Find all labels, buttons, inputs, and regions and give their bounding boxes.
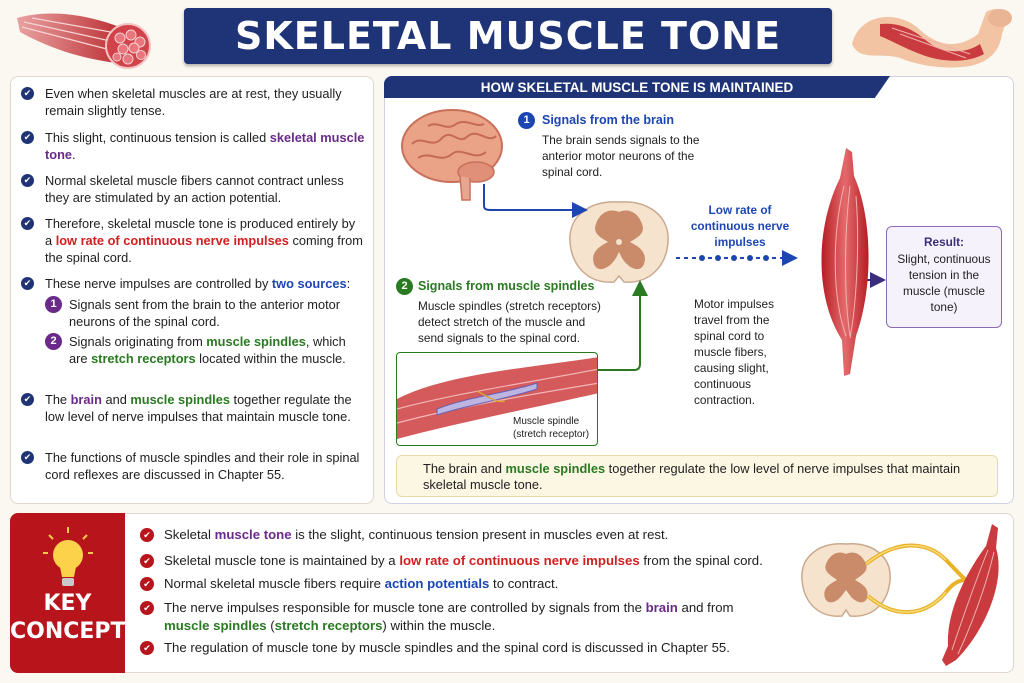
bullet-text: The functions of muscle spindles and the… bbox=[45, 450, 360, 482]
term-brain: brain bbox=[645, 600, 678, 615]
bullet-text: The bbox=[45, 392, 71, 407]
step-2-text: Muscle spindles (stretch receptors) dete… bbox=[418, 299, 601, 345]
term-action-potentials: action potentials bbox=[384, 576, 490, 591]
term-muscle-spindles: muscle spindles bbox=[164, 618, 267, 633]
term-low-rate-impulses: low rate of continuous nerve impulses bbox=[55, 233, 289, 248]
check-icon: ✔ bbox=[21, 131, 34, 144]
result-box: Result: Slight, continuous tension in th… bbox=[886, 226, 1002, 328]
bullet-text: These nerve impulses are controlled by bbox=[45, 276, 272, 291]
result-text: Slight, continuous tension in the muscle… bbox=[897, 252, 991, 314]
term-stretch-receptors: stretch receptors bbox=[91, 351, 196, 366]
key-bullet-text: Skeletal bbox=[164, 527, 215, 542]
bullet-text: : bbox=[346, 276, 351, 291]
page-title: SKELETAL MUSCLE TONE bbox=[234, 14, 782, 58]
step-1-text: The brain sends signals to the anterior … bbox=[542, 133, 700, 179]
check-icon: ✔ bbox=[21, 87, 34, 100]
source-text: Signals sent from the brain to the anter… bbox=[69, 297, 341, 329]
bullet-text: coming from the spinal cord. bbox=[45, 233, 363, 265]
source-text: located within the muscle. bbox=[195, 351, 346, 366]
bullet-text: and bbox=[101, 392, 131, 407]
term-skeletal-muscle-tone: skeletal muscle tone bbox=[45, 130, 365, 162]
spinal-cord-icon bbox=[569, 201, 669, 283]
flexed-arm-icon bbox=[852, 9, 1012, 68]
term-muscle-spindles: muscle spindles bbox=[505, 461, 606, 476]
reflex-illustration bbox=[801, 524, 999, 666]
bullet-text: Therefore, skeletal muscle tone is produ… bbox=[45, 216, 356, 248]
check-icon: ✔ bbox=[21, 277, 34, 290]
key-bullet-text: Skeletal muscle tone is maintained by a bbox=[164, 553, 400, 568]
motor-text: Motor impulses travel from the spinal co… bbox=[694, 297, 774, 407]
spindle-inset: Muscle spindle (stretch receptor) bbox=[396, 352, 598, 446]
key-bullet-text: is the slight, continuous tension presen… bbox=[291, 527, 669, 542]
bullet-text: . bbox=[72, 147, 76, 162]
check-icon: ✔ bbox=[21, 451, 34, 464]
muscle-icon bbox=[942, 524, 999, 666]
check-icon: ✔ bbox=[140, 577, 154, 591]
bullet-text: Even when skeletal muscles are at rest, … bbox=[45, 86, 342, 118]
key-bullet-text: and from bbox=[677, 600, 734, 615]
number-badge: 2 bbox=[396, 278, 413, 295]
bullet-text: Normal skeletal muscle fibers cannot con… bbox=[45, 173, 344, 205]
key-bullet-text: ) within the muscle. bbox=[382, 618, 496, 633]
check-icon: ✔ bbox=[140, 641, 154, 655]
source-text: , which are bbox=[69, 334, 346, 366]
term-two-sources: two sources bbox=[271, 276, 347, 291]
result-title: Result: bbox=[924, 235, 964, 249]
term-stretch-receptors: stretch receptors bbox=[274, 618, 383, 633]
key-bullet-text: from the spinal cord. bbox=[639, 553, 763, 568]
bullet-text: together regulate the low level of nerve… bbox=[45, 392, 352, 424]
summary-text: together regulate the low level of nerve… bbox=[423, 461, 961, 492]
check-icon: ✔ bbox=[140, 554, 154, 568]
check-icon: ✔ bbox=[21, 174, 34, 187]
title-banner: SKELETAL MUSCLE TONE bbox=[184, 8, 832, 64]
key-bullet-text: to contract. bbox=[489, 576, 559, 591]
key-bullet-text: ( bbox=[266, 618, 275, 633]
check-icon: ✔ bbox=[140, 528, 154, 542]
muscle-spindle-icon bbox=[397, 357, 597, 439]
key-bullet-text: Normal skeletal muscle fibers require bbox=[164, 576, 385, 591]
summary-text: The brain and bbox=[423, 461, 506, 476]
key-bullet-text: The regulation of muscle tone by muscle … bbox=[164, 640, 730, 655]
check-icon: ✔ bbox=[21, 393, 34, 406]
left-panel: ✔ Even when skeletal muscles are at rest… bbox=[10, 76, 374, 504]
impulses-label: Low rate of continuous nerve impulses bbox=[690, 203, 790, 249]
spindle-label: Muscle spindle (stretch receptor) bbox=[513, 416, 590, 440]
check-icon: ✔ bbox=[140, 601, 154, 615]
number-badge: 2 bbox=[45, 333, 62, 350]
step-2-title: Signals from muscle spindles bbox=[418, 279, 595, 293]
term-low-rate-impulses: low rate of continuous nerve impulses bbox=[399, 553, 640, 568]
muscle-bundle-icon bbox=[17, 13, 151, 69]
check-icon: ✔ bbox=[21, 217, 34, 230]
muscle-icon bbox=[821, 148, 869, 376]
step-1-title: Signals from the brain bbox=[542, 113, 674, 127]
term-muscle-spindles: muscle spindles bbox=[206, 334, 306, 349]
source-text: Signals originating from bbox=[69, 334, 207, 349]
bullet-text: This slight, continuous tension is calle… bbox=[45, 130, 270, 145]
key-concept-line1: KEY bbox=[43, 591, 92, 616]
diagram-heading-text: HOW SKELETAL MUSCLE TONE IS MAINTAINED bbox=[480, 79, 794, 95]
term-muscle-spindles: muscle spindles bbox=[130, 392, 230, 407]
term-muscle-tone: muscle tone bbox=[214, 527, 292, 542]
lightbulb-icon bbox=[43, 527, 93, 586]
key-concept-badge: KEY CONCEPT bbox=[10, 513, 126, 673]
number-badge: 1 bbox=[518, 112, 535, 129]
term-brain: brain bbox=[70, 392, 102, 407]
key-bullet-text: The nerve impulses responsible for muscl… bbox=[164, 600, 646, 615]
summary-note: The brain and muscle spindles together r… bbox=[396, 455, 998, 497]
number-badge: 1 bbox=[45, 296, 62, 313]
key-concept-line2: CONCEPT bbox=[10, 619, 126, 644]
diagram-heading: HOW SKELETAL MUSCLE TONE IS MAINTAINED bbox=[384, 76, 890, 98]
brain-icon bbox=[401, 109, 503, 201]
